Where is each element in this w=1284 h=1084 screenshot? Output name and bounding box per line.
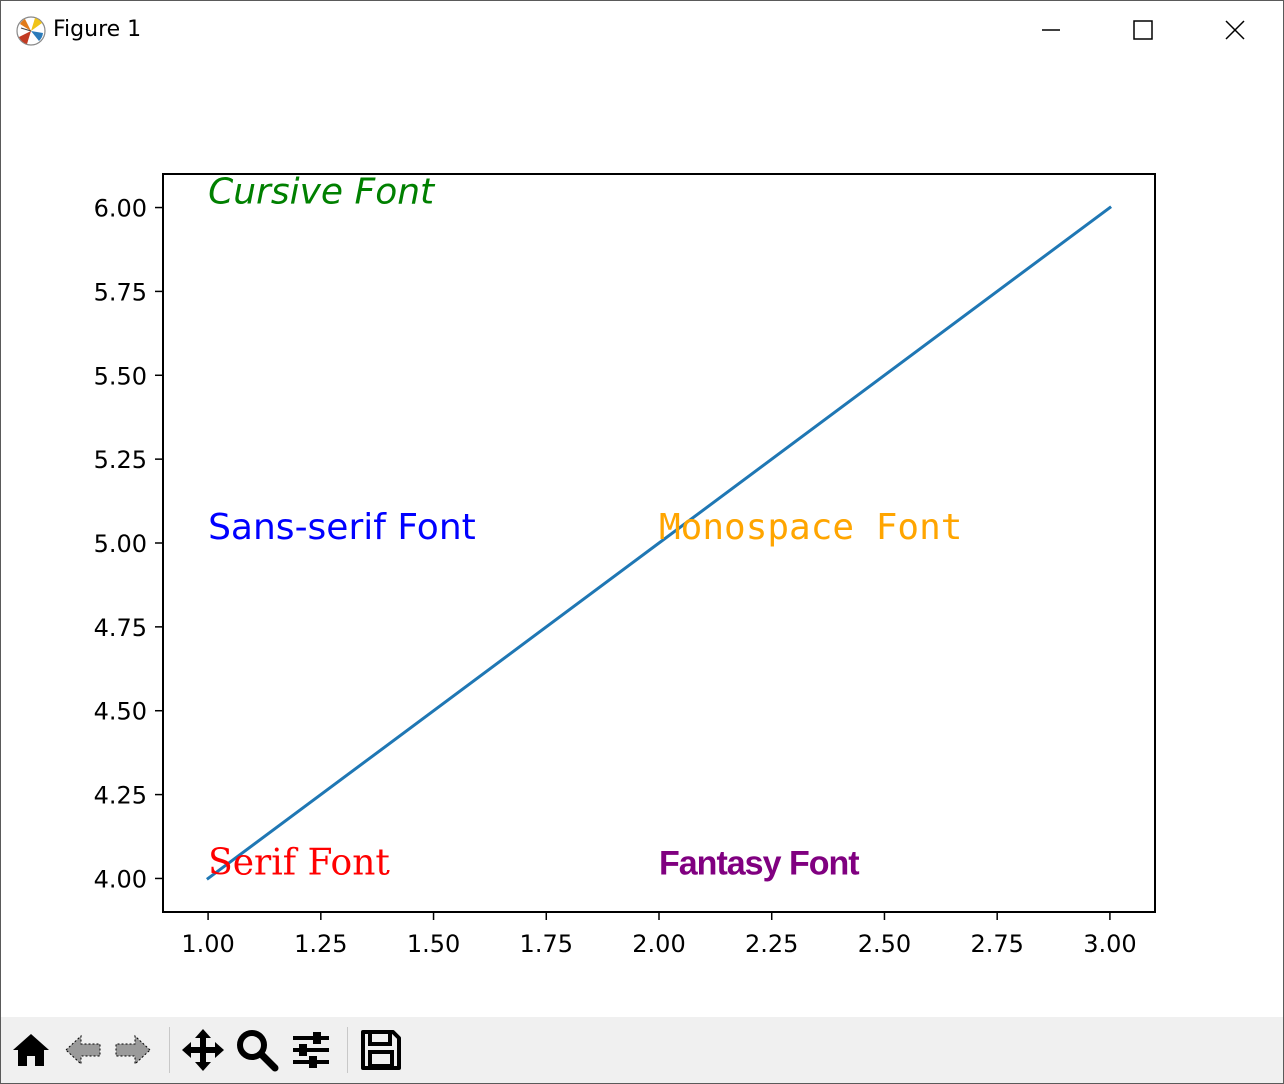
y-tick-label: 5.50 [94,362,147,390]
zoom-button[interactable] [233,1025,281,1075]
back-button[interactable] [59,1025,107,1075]
title-bar[interactable]: Figure 1 [1,1,1283,59]
maximize-button[interactable] [1097,1,1189,59]
x-tick-label: 2.50 [858,930,911,958]
x-tick-label: 2.00 [632,930,685,958]
configure-subplots-icon [293,1032,329,1068]
forward-button[interactable] [109,1025,157,1075]
navigation-toolbar [1,1017,1283,1083]
x-tick-label: 2.25 [745,930,798,958]
x-tick-label: 1.25 [294,930,347,958]
minimize-button[interactable] [1005,1,1097,59]
x-tick-label: 1.50 [407,930,460,958]
toolbar-separator [169,1027,170,1073]
y-tick-label: 5.75 [94,278,147,306]
y-tick-label: 5.25 [94,446,147,474]
minimize-icon [1042,29,1060,31]
pan-icon [182,1029,224,1071]
x-tick-label: 1.00 [181,930,234,958]
series-line [205,205,1113,881]
back-arrow-icon [65,1034,101,1066]
save-icon [361,1030,401,1070]
y-tick-label: 4.00 [94,865,147,893]
home-button[interactable] [7,1025,55,1075]
annotation-text: Serif Font [208,842,390,883]
y-tick-label: 4.75 [94,614,147,642]
toolbar-separator [347,1027,348,1073]
configure-subplots-button[interactable] [287,1025,335,1075]
x-tick-label: 2.75 [970,930,1023,958]
close-icon [1225,20,1245,40]
window-title: Figure 1 [53,17,142,42]
save-button[interactable] [357,1025,405,1075]
y-tick-label: 4.25 [94,782,147,810]
maximize-icon [1133,20,1153,40]
y-tick-label: 5.00 [94,530,147,558]
home-icon [13,1034,49,1066]
zoom-icon [237,1030,279,1072]
forward-arrow-icon [115,1034,151,1066]
pan-button[interactable] [179,1025,227,1075]
annotation-text: Cursive Font [208,172,436,213]
matplotlib-logo-icon [16,16,46,46]
x-tick-label: 3.00 [1083,930,1136,958]
x-tick-label: 1.75 [520,930,573,958]
y-tick-label: 6.00 [94,195,147,223]
annotation-text: Monospace Font [659,507,962,548]
annotation-text: Sans-serif Font [208,507,476,548]
close-button[interactable] [1189,1,1281,59]
y-tick-label: 4.50 [94,698,147,726]
annotation-text: Fantasy Font [659,844,859,882]
